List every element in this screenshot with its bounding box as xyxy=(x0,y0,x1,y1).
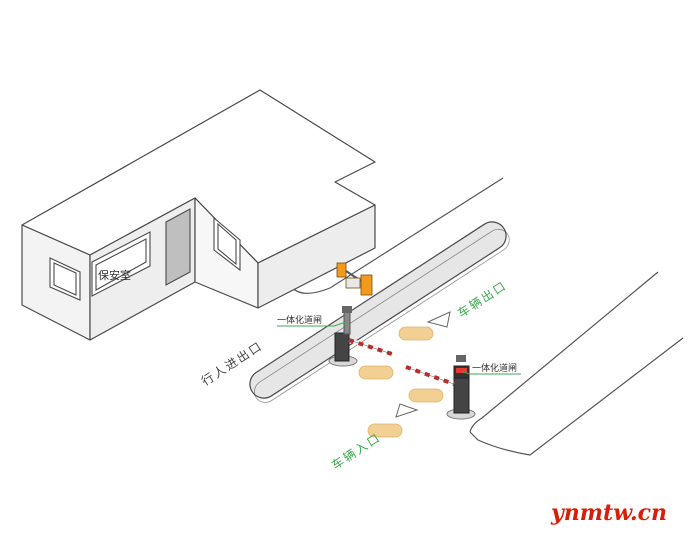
gate-cabinet xyxy=(453,377,470,414)
gate-cabinet xyxy=(334,332,350,362)
callout-line-upper xyxy=(277,321,347,327)
watermark: ynmtw.cn xyxy=(550,500,667,526)
arrow-exit-triangle xyxy=(426,311,451,328)
island-base xyxy=(253,229,510,403)
guard-room-label: 保安室 xyxy=(98,268,131,282)
arrow-entrance-triangle xyxy=(395,403,419,418)
lower-road-edge xyxy=(469,271,684,456)
gate-camera xyxy=(342,306,352,313)
guard-house-openings xyxy=(49,208,241,301)
turnstile-box xyxy=(345,277,361,289)
gate-camera-post xyxy=(343,311,351,335)
vehicle-exit-label: 车辆出口 xyxy=(454,277,509,320)
speed-bump xyxy=(408,388,444,403)
callout-line-lower xyxy=(462,371,521,375)
gate-arm-outline xyxy=(348,339,393,355)
turnstile-post-right xyxy=(360,274,373,296)
speed-bump xyxy=(398,326,434,341)
pedestrian-island xyxy=(249,221,510,403)
window-guard-room xyxy=(91,231,151,297)
speed-bump xyxy=(358,365,394,380)
callout-lines xyxy=(277,321,521,375)
window-left-inner xyxy=(53,262,77,296)
gate-arm-outline xyxy=(405,366,455,385)
barrier-gate-label-lower: 一体化道闸 xyxy=(472,362,517,374)
barrier-gate-label-upper: 一体化道闸 xyxy=(277,314,322,326)
gate-display-screen xyxy=(456,368,467,373)
guard-house xyxy=(21,89,376,341)
island-body xyxy=(249,221,507,399)
door xyxy=(165,208,191,286)
speed-bump xyxy=(367,423,403,438)
window-right xyxy=(213,216,241,272)
window-guard-room-inner xyxy=(95,238,147,291)
gate-camera xyxy=(456,355,466,362)
turnstile xyxy=(336,262,373,296)
vehicle-entrance-label: 车辆入口 xyxy=(328,429,383,472)
window-right-inner xyxy=(217,222,237,266)
barrier-gate-upper xyxy=(328,306,393,367)
window-left xyxy=(49,257,81,301)
barrier-gate-lower xyxy=(405,355,476,420)
guard-house-far-wall xyxy=(257,204,376,309)
speed-bumps xyxy=(358,326,444,438)
turnstile-post-left xyxy=(336,262,347,278)
direction-arrows xyxy=(395,311,451,418)
